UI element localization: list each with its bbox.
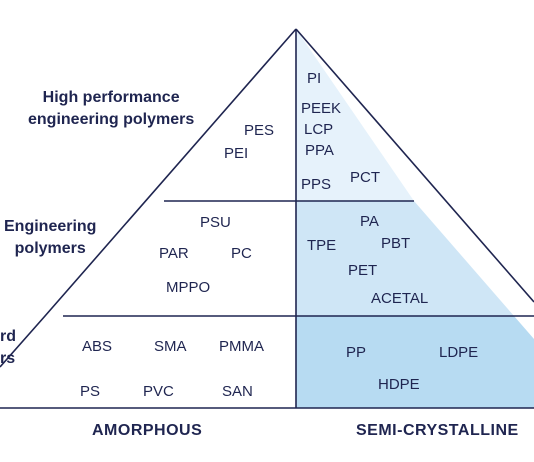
- polymer-label: PI: [307, 70, 322, 87]
- polymer-label: TPE: [307, 237, 337, 254]
- polymer-label: PET: [348, 262, 378, 279]
- polymer-label: PMMA: [219, 338, 264, 355]
- polymer-label: PVC: [143, 383, 174, 400]
- tier-label-line: rd: [0, 328, 16, 345]
- tier-label-engineering: Engineering polymers: [4, 216, 96, 260]
- polymer-label: MPPO: [166, 279, 211, 296]
- axis-label-amorphous: AMORPHOUS: [92, 422, 203, 439]
- polymer-label: PPS: [301, 176, 332, 193]
- polymer-label: PSU: [200, 214, 231, 231]
- polymer-label: LDPE: [439, 344, 479, 361]
- tier-label-line: rs: [0, 350, 16, 367]
- polymer-label: ACETAL: [371, 290, 429, 307]
- polymer-label: SAN: [222, 383, 253, 400]
- semi-top-region: [296, 29, 414, 201]
- pyramid-left-edge: [0, 28, 297, 368]
- pyramid-right-edge: [295, 28, 534, 303]
- axis-label-semi-crystalline: SEMI-CRYSTALLINE: [356, 422, 519, 439]
- tier-label-line: polymers: [14, 240, 86, 257]
- polymer-label: LCP: [304, 121, 334, 138]
- polymer-label: PPA: [305, 142, 334, 159]
- polymer-label: ABS: [82, 338, 113, 355]
- tier-label-line: engineering polymers: [28, 111, 195, 128]
- tier-label-high-performance: High performance engineering polymers: [28, 87, 194, 131]
- tier-label-line: Engineering: [4, 218, 97, 235]
- polymer-label: PP: [346, 344, 367, 361]
- polymer-label: PEI: [224, 145, 249, 162]
- tier-label-line: High performance: [42, 89, 180, 106]
- polymer-label: PAR: [159, 245, 189, 262]
- semi-middle-region: [296, 201, 514, 316]
- polymer-label: SMA: [154, 338, 187, 355]
- polymer-label: HDPE: [378, 376, 420, 393]
- polymer-label: PC: [231, 245, 252, 262]
- semi-bottom-region: [296, 316, 534, 408]
- polymer-label: PCT: [350, 169, 380, 186]
- polymer-label: PEEK: [301, 100, 342, 117]
- polymer-label: PES: [244, 122, 275, 139]
- tier-label-commodity: rd rs: [0, 326, 16, 370]
- polymer-label: PS: [80, 383, 101, 400]
- polymer-label: PA: [360, 213, 379, 230]
- polymer-label: PBT: [381, 235, 411, 252]
